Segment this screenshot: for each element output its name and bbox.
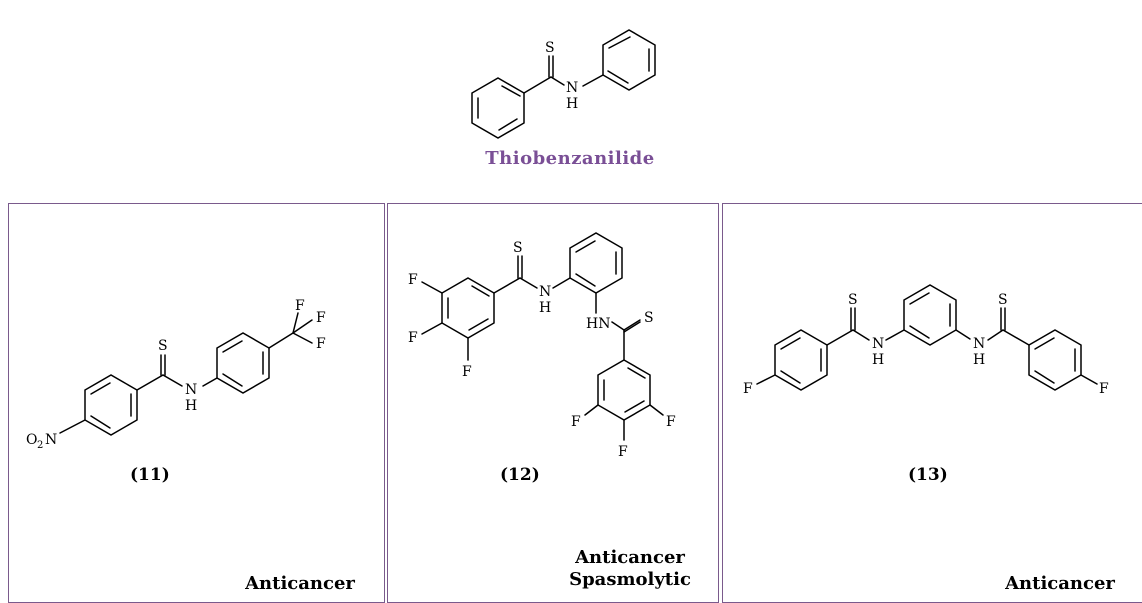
- p12-atom-fc: F: [462, 364, 472, 380]
- p12-atom-s2: S: [644, 310, 654, 326]
- p12-atom-fa: F: [408, 272, 418, 288]
- p11-atom-o-sub: 2: [37, 440, 43, 451]
- compound-id-11: (11): [130, 465, 170, 485]
- p13-atom-n2: N: [973, 336, 985, 352]
- p11-atom-n: N: [185, 382, 197, 398]
- p12-atom-fd: F: [571, 414, 581, 430]
- compound-13-structure: [756, 284, 1098, 391]
- p12-atom-fb: F: [408, 330, 418, 346]
- activity-label-13: Anticancer: [1005, 573, 1115, 594]
- p11-atom-f1: F: [295, 298, 305, 314]
- header-atom-n: N: [566, 80, 578, 96]
- thiobenzanilide-structure: [471, 29, 656, 139]
- p11-atom-n-nitro: N: [45, 432, 57, 448]
- p12-atom-s1: S: [513, 240, 523, 256]
- p13-atom-s1: S: [848, 292, 858, 308]
- activity-label-12-a: Anticancer: [575, 547, 685, 568]
- activity-label-11: Anticancer: [245, 573, 355, 594]
- header-title: Thiobenzanilide: [485, 148, 655, 169]
- p11-atom-f3: F: [316, 336, 326, 352]
- p13-atom-h2: H: [973, 352, 985, 368]
- p12-atom-h1: H: [539, 300, 551, 316]
- p11-atom-o: O: [26, 432, 37, 448]
- p11-atom-s: S: [158, 338, 168, 354]
- p12-atom-fe: F: [666, 414, 676, 430]
- compound-id-13: (13): [908, 465, 948, 485]
- p12-atom-hn2: HN: [586, 316, 610, 332]
- compound-id-12: (12): [500, 465, 540, 485]
- p13-atom-f1: F: [743, 381, 753, 397]
- p13-atom-f2: F: [1099, 381, 1109, 397]
- p11-atom-h: H: [185, 398, 197, 414]
- p12-atom-ff: F: [618, 444, 628, 460]
- p13-atom-n1: N: [872, 336, 884, 352]
- p13-atom-s2: S: [998, 292, 1008, 308]
- p11-atom-f2: F: [316, 310, 326, 326]
- header-atom-h: H: [566, 96, 578, 112]
- compound-11-structure: [59, 312, 313, 436]
- p12-atom-n1: N: [539, 284, 551, 300]
- compound-12-structure: [421, 232, 664, 441]
- activity-list-12: Anticancer Spasmolytic: [555, 547, 705, 591]
- activity-label-12-b: Spasmolytic: [569, 569, 691, 590]
- p13-atom-h1: H: [872, 352, 884, 368]
- header-atom-s: S: [545, 40, 555, 56]
